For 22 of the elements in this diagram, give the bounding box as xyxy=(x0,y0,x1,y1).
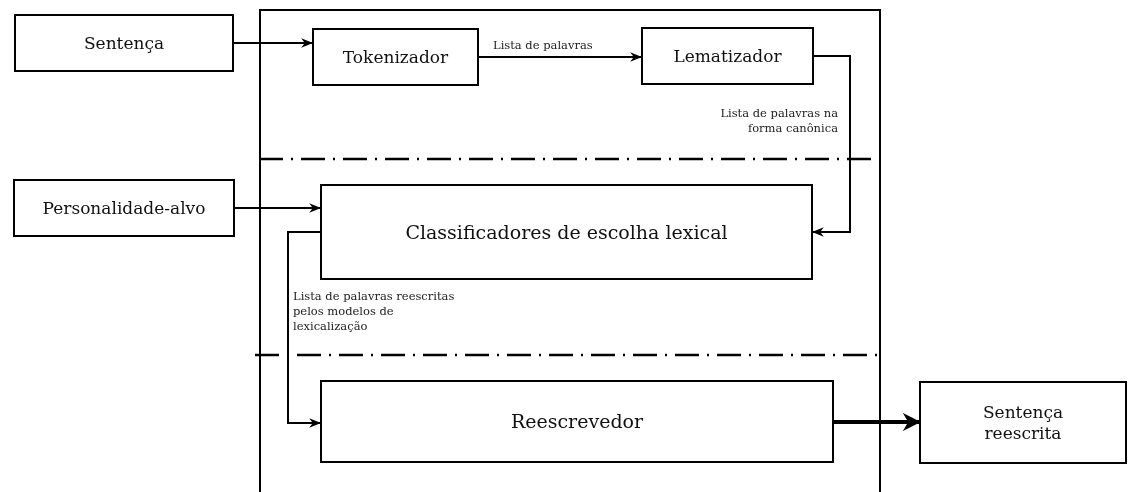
process-box xyxy=(320,184,813,280)
box-label: Tokenizador xyxy=(342,46,449,68)
box-label: Lematizador xyxy=(673,45,782,67)
box-label: Sentença reescrita xyxy=(981,402,1065,443)
arrow xyxy=(233,38,314,48)
process-box xyxy=(312,28,479,86)
edge-label: Lista de palavras xyxy=(493,38,593,53)
arrow xyxy=(811,55,851,237)
process-box xyxy=(320,380,834,463)
module-frame xyxy=(259,9,881,492)
process-box xyxy=(13,179,235,237)
box-label: Sentença xyxy=(83,32,165,54)
arrow xyxy=(834,413,921,431)
arrow xyxy=(287,231,322,428)
arrow xyxy=(478,52,643,62)
box-label: Reescrevedor xyxy=(510,410,644,433)
arrow xyxy=(234,203,322,213)
process-box xyxy=(641,27,814,85)
box-label: Personalidade-alvo xyxy=(42,197,206,219)
process-box xyxy=(919,381,1127,464)
process-box xyxy=(14,14,234,72)
box-label: Classificadores de escolha lexical xyxy=(405,220,728,244)
